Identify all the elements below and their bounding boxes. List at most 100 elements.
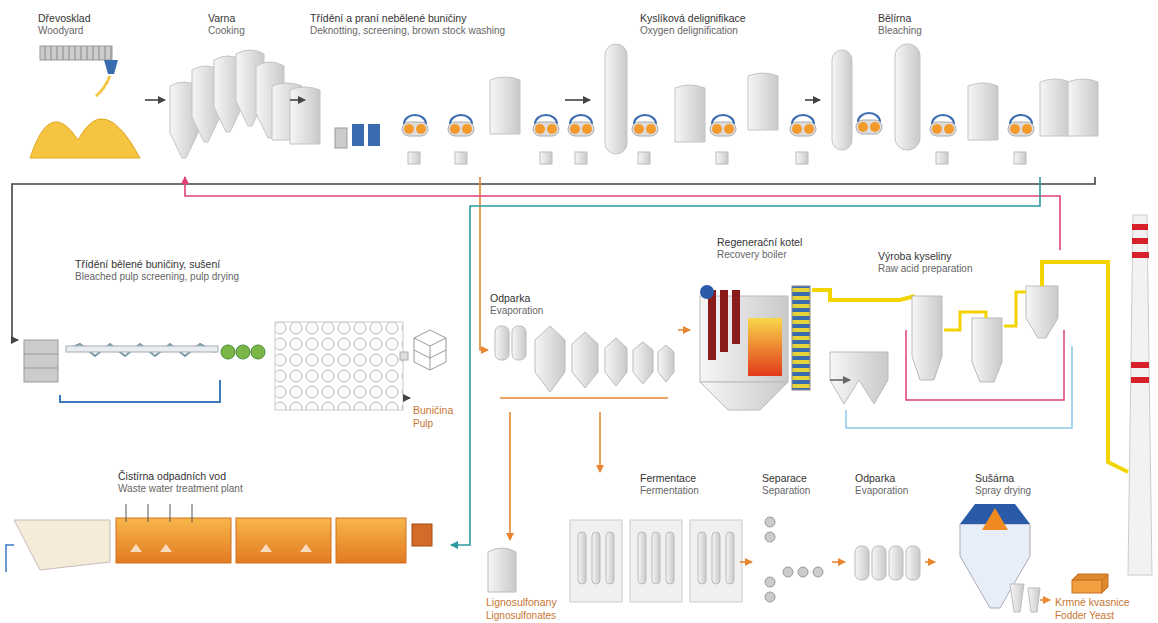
flow-line	[565, 99, 590, 101]
label-row: Woodyard	[38, 25, 145, 38]
label-row: Oxygen delignification	[640, 25, 805, 38]
plant-drawing	[221, 345, 235, 359]
flow-line	[290, 99, 305, 101]
area-name-cz: Sušárna	[975, 472, 1014, 485]
plant-drawing	[1042, 262, 1128, 472]
plant-drawing	[535, 326, 565, 392]
label-block: Kyslíková delignifikaceOxygen delignific…	[590, 12, 805, 38]
area-name-cz: Regenerační kotel	[717, 236, 802, 249]
plant-drawing	[783, 567, 793, 577]
plant-drawing	[812, 290, 915, 300]
plant-drawing	[126, 504, 127, 522]
area-name-en: Deknotting, screening, brown stock washi…	[310, 25, 505, 38]
plant-drawing	[690, 520, 742, 602]
plant-drawing	[1128, 215, 1152, 575]
process-area: Výroba kyselinyRaw acid preparation	[850, 250, 1072, 425]
label-row: Separation	[762, 485, 832, 498]
plant-drawing	[638, 152, 650, 164]
plant-drawing	[170, 504, 171, 522]
area-name-cz: Čistírna odpadních vod	[118, 470, 226, 483]
label-row: Lignosulfonates	[486, 610, 557, 623]
area-name-cz: Třídění bělené buničiny, sušení	[75, 258, 220, 271]
area-name-cz: Třídění a praní nebělené buničiny	[310, 12, 466, 25]
label-row: Fermentace	[640, 472, 740, 485]
plant-drawing	[748, 73, 778, 130]
plant-drawing	[570, 520, 622, 602]
label-row: Lignosulfonany	[486, 596, 557, 609]
plant-drawing	[575, 152, 587, 164]
plant-drawing	[710, 115, 736, 136]
plant-drawing	[402, 115, 428, 136]
plant-drawing	[336, 518, 406, 563]
plant-drawing	[889, 546, 903, 580]
process-area: DřevoskladWoodyard	[30, 12, 145, 162]
flow-line	[509, 412, 511, 540]
plant-drawing	[30, 119, 140, 158]
plant-drawing	[732, 290, 740, 344]
plant-drawing	[1008, 115, 1034, 136]
plant-drawing	[605, 44, 627, 154]
plant-drawing	[96, 76, 110, 96]
area-name-en: Evaporation	[855, 485, 908, 498]
plant-drawing	[855, 546, 869, 580]
plant-drawing	[606, 532, 614, 584]
plant-drawing	[1072, 574, 1108, 593]
label-row: Waste water treatment plant	[118, 483, 451, 496]
plant-drawing	[906, 330, 1064, 400]
label-row: Dřevosklad	[38, 12, 145, 25]
plant-drawing	[1010, 584, 1024, 612]
area-name-cz: Fermentace	[640, 472, 696, 485]
area-name-cz: Výroba kyseliny	[878, 250, 952, 263]
plant-drawing	[633, 342, 653, 384]
plant-drawing	[790, 115, 816, 136]
flow-line	[740, 561, 752, 563]
flow-line	[480, 177, 488, 350]
area-name-en: Separation	[762, 485, 810, 498]
plant-drawing	[335, 128, 347, 148]
plant-drawing	[500, 397, 668, 399]
label-row: Třídění bělené buničiny, sušení	[75, 258, 403, 271]
plant-drawing	[490, 77, 520, 134]
label-block: Třídění bělené buničiny, sušeníBleached …	[18, 258, 403, 284]
plant-drawing	[130, 544, 142, 552]
label-block: SušárnaSpray drying	[935, 472, 1040, 498]
label-row: Varna	[208, 12, 290, 25]
plant-drawing	[1068, 79, 1098, 136]
plant-drawing	[14, 520, 110, 570]
plant-drawing	[700, 382, 788, 410]
plant-drawing	[275, 322, 403, 410]
plant-drawing	[792, 286, 810, 390]
plant-drawing	[1040, 79, 1070, 136]
flow-line	[403, 397, 410, 399]
process-area: Kyslíková delignifikaceOxygen delignific…	[590, 12, 805, 177]
plant-drawing	[260, 544, 272, 552]
plant-drawing	[832, 50, 852, 150]
area-name-en: Bleaching	[878, 25, 922, 38]
area-name-en: Raw acid preparation	[878, 263, 973, 276]
plant-drawing	[666, 532, 674, 584]
plant-drawing	[495, 326, 509, 360]
plant-drawing	[6, 545, 14, 572]
label-block: Výroba kyselinyRaw acid preparation	[850, 250, 1072, 276]
label-row: Bleaching	[878, 25, 1110, 38]
plant-drawing	[116, 518, 231, 563]
plant-drawing	[592, 532, 600, 584]
process-area: SušárnaSpray drying	[935, 472, 1040, 612]
plant-drawing	[160, 544, 172, 552]
plant-drawing	[605, 338, 627, 386]
flow-line	[1040, 599, 1050, 601]
plant-drawing	[798, 567, 808, 577]
plant-drawing	[748, 318, 782, 376]
plant-drawing	[700, 285, 714, 299]
plant-drawing	[972, 318, 1002, 382]
area-name-cz: Dřevosklad	[38, 12, 91, 25]
plant-drawing	[24, 340, 58, 382]
plant-drawing	[236, 518, 331, 563]
plant-drawing	[104, 60, 118, 74]
area-name-en: Cooking	[208, 25, 245, 38]
flow-line	[451, 177, 1040, 545]
plant-drawing	[796, 152, 808, 164]
plant-drawing	[1028, 588, 1040, 612]
plant-drawing	[572, 332, 598, 388]
area-name-cz: Odparka	[490, 292, 530, 305]
